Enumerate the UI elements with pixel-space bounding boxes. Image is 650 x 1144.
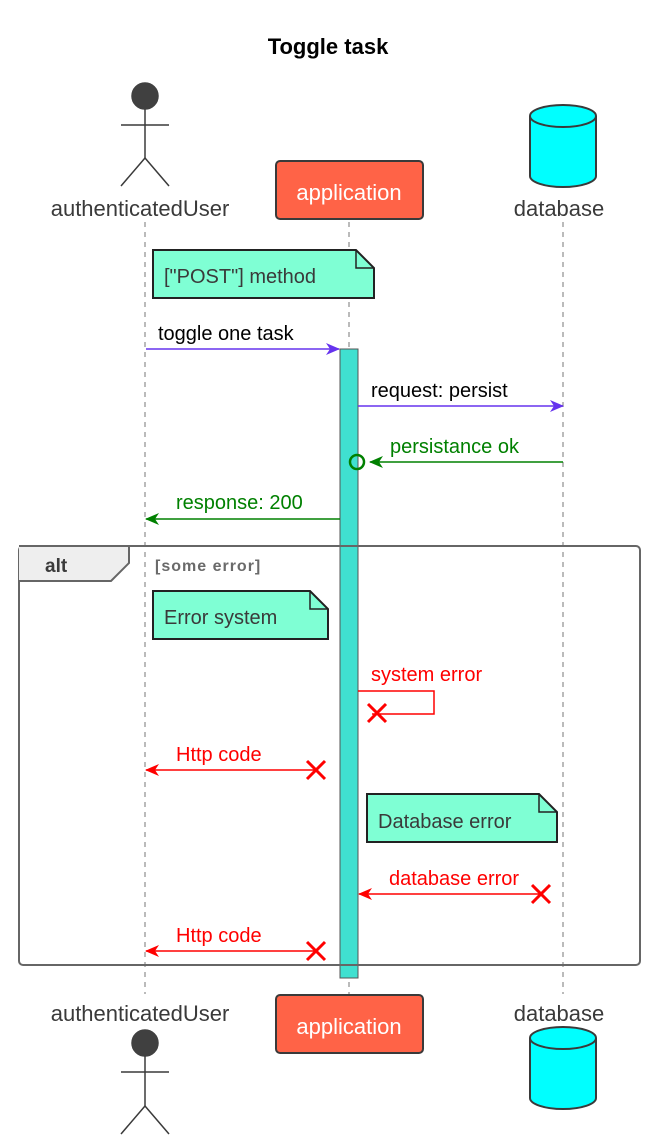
alt-condition: [some error] (155, 558, 261, 575)
message-system-error-arrow (358, 690, 435, 715)
participant-label-user-top: authenticatedUser (51, 196, 230, 221)
message-persist-label: request: persist (371, 380, 508, 402)
actor-icon (120, 1029, 170, 1135)
alt-frame (18, 545, 641, 966)
participant-label-database-bottom: database (514, 1001, 605, 1026)
lost-message-x-icon (305, 759, 327, 781)
message-system-error-label: system error (371, 664, 482, 686)
note-post-method (152, 249, 375, 299)
participant-label-user-bottom: authenticatedUser (51, 1001, 230, 1026)
diagram-title: Toggle task (268, 34, 389, 59)
alt-keyword: alt (45, 556, 68, 577)
alt-frame-tab (19, 545, 130, 582)
lost-message-x-icon (366, 702, 388, 724)
participant-box-application-bottom (275, 994, 424, 1054)
actor-icon (120, 82, 170, 187)
note-error-system-text: Error system (164, 607, 277, 629)
note-database-error (366, 793, 558, 843)
participant-label-database-top: database (514, 196, 605, 221)
message-persist-ok-label: persistance ok (390, 436, 520, 458)
message-database-error-label: database error (389, 868, 519, 890)
message-http-code-2-label: Http code (176, 925, 262, 947)
async-circle-marker (348, 453, 366, 471)
message-http-code-1-label: Http code (176, 744, 262, 766)
message-response-label: response: 200 (176, 492, 303, 514)
activation-bar (339, 348, 359, 979)
note-error-system (152, 590, 329, 640)
lost-message-x-icon (530, 883, 552, 905)
database-icon (529, 1026, 597, 1110)
lost-message-x-icon (305, 940, 327, 962)
participant-label-application-top: application (296, 180, 401, 205)
note-post-method-text: ["POST"] method (164, 266, 316, 288)
participant-box-application-top (275, 160, 424, 220)
participant-label-application-bottom: application (296, 1014, 401, 1039)
database-icon (529, 104, 597, 188)
note-database-error-text: Database error (378, 811, 512, 833)
message-toggle-label: toggle one task (158, 323, 295, 345)
